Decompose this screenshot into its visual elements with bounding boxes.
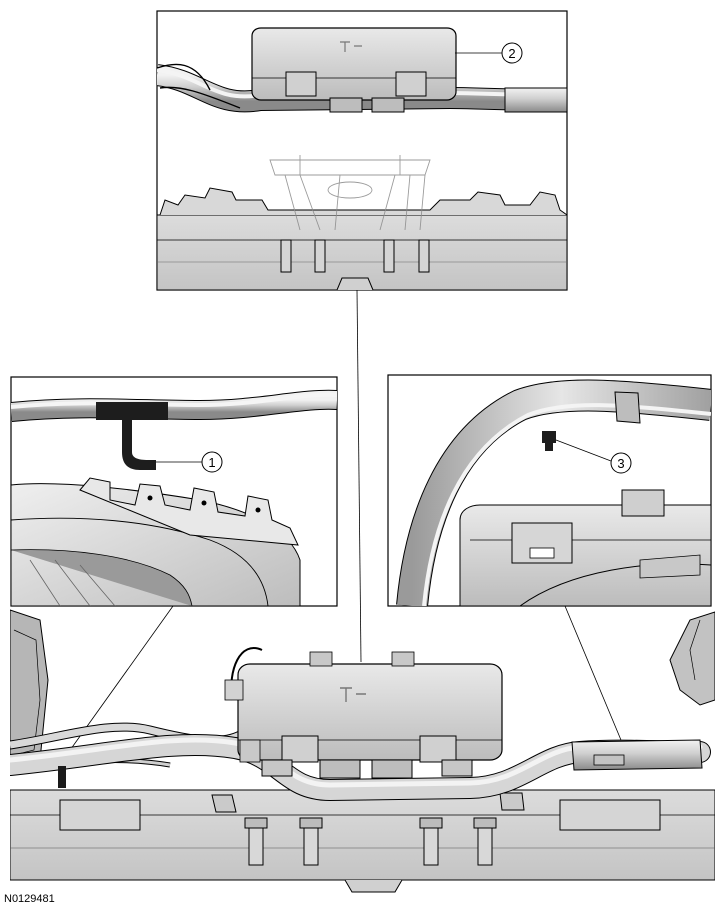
callout-2-label: 2 — [508, 46, 515, 61]
callout-3-circle — [610, 452, 632, 474]
right-inset: 3 — [387, 374, 712, 607]
main-view — [10, 609, 715, 893]
main-fuse-box — [237, 651, 503, 779]
mounting-posts — [244, 817, 497, 866]
hose-right-sleeve — [571, 739, 703, 771]
bottom-tab — [344, 879, 403, 893]
figure-id: N0129481 — [4, 893, 55, 905]
left-inset: 1 — [10, 376, 338, 607]
right-engine-component — [669, 611, 715, 706]
callout-3-label: 3 — [617, 456, 624, 471]
vent-tee-drop — [122, 418, 156, 470]
main-vent-fitting — [58, 766, 66, 788]
panel-brackets — [59, 792, 661, 831]
left-engine-component — [10, 609, 49, 771]
leader-top-inset — [356, 289, 362, 663]
vent-valve-3 — [542, 431, 556, 443]
leader-right-inset — [564, 605, 627, 753]
callout-1-circle — [201, 451, 223, 473]
top-inset: 2 — [156, 10, 568, 291]
callout-2-circle — [501, 42, 523, 64]
callout-3-leader — [555, 439, 612, 462]
vent-tee-body — [96, 402, 168, 420]
callout-1-label: 1 — [208, 455, 215, 470]
